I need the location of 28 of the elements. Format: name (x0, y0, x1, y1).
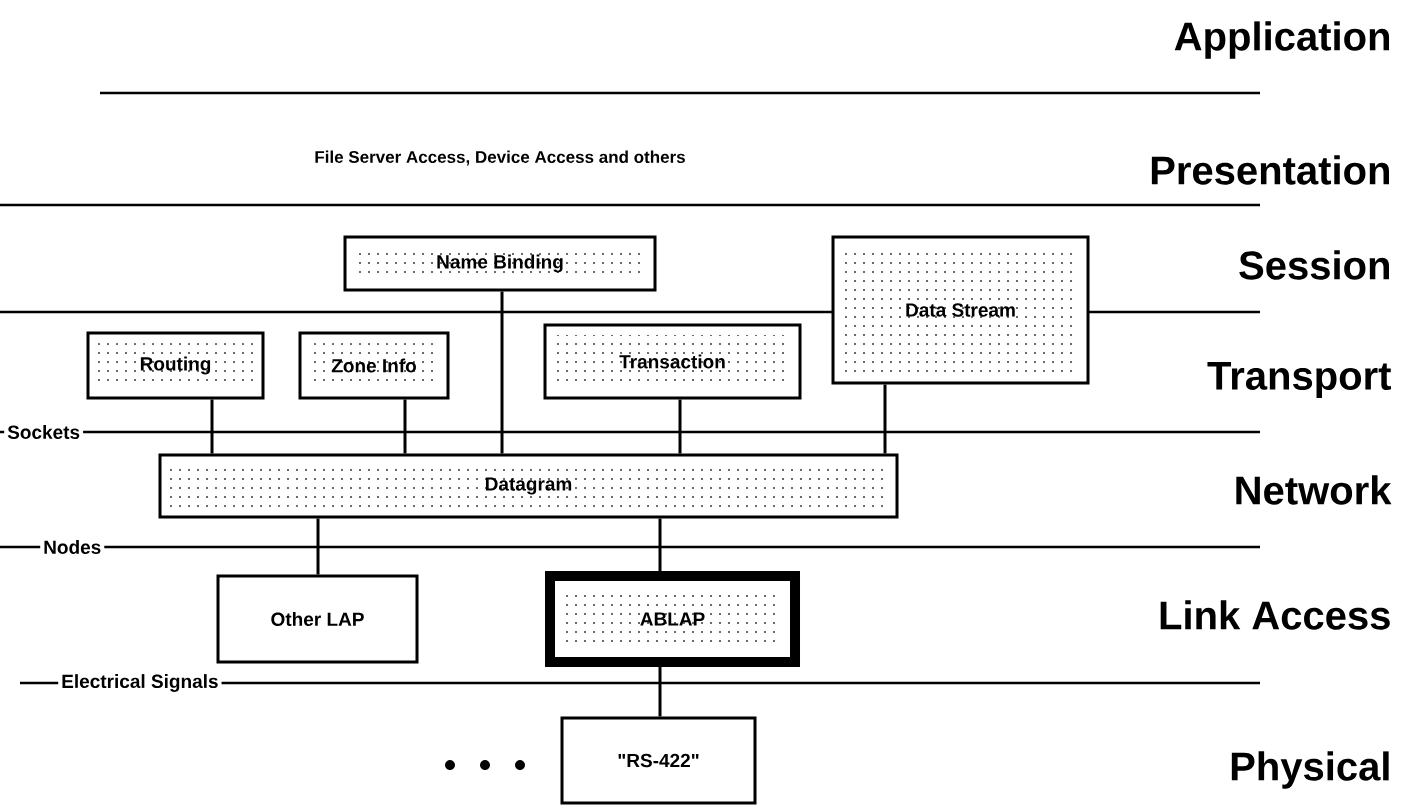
boundary-label: Electrical Signals (58, 670, 222, 696)
boundary-label: Sockets (4, 421, 84, 443)
layer-name: Application (1174, 21, 1389, 59)
boundary-label: Nodes (40, 536, 105, 558)
layer-name: Network (1236, 475, 1392, 505)
layer-name: Link Access (1160, 600, 1390, 630)
protocol-box: Data Stream (831, 235, 1090, 385)
connector-line (500, 291, 504, 454)
connector-line (658, 518, 662, 571)
protocol-box: Routing (86, 331, 265, 400)
layer-name: Session (1239, 250, 1389, 280)
layer-name: Transport (1207, 362, 1391, 398)
protocol-box: "RS-422" (560, 716, 757, 805)
layer-name: Presentation (1151, 155, 1389, 185)
connector-line (678, 399, 682, 454)
connector-line (883, 384, 887, 454)
layer-name: Physical (1231, 751, 1389, 789)
service-note: File Server Access, Device Access and others (315, 150, 685, 166)
connector-line (403, 399, 407, 454)
connector-line (316, 518, 320, 575)
protocol-box: Transaction (543, 323, 802, 400)
protocol-box: Zone Info (298, 331, 450, 400)
connector-line (658, 667, 662, 717)
connector-line (210, 399, 214, 454)
protocol-box: Other LAP (216, 574, 419, 664)
protocol-box: ABLAP (545, 571, 800, 667)
protocol-box: Datagram (158, 453, 899, 519)
protocol-box: Name Binding (343, 235, 657, 292)
